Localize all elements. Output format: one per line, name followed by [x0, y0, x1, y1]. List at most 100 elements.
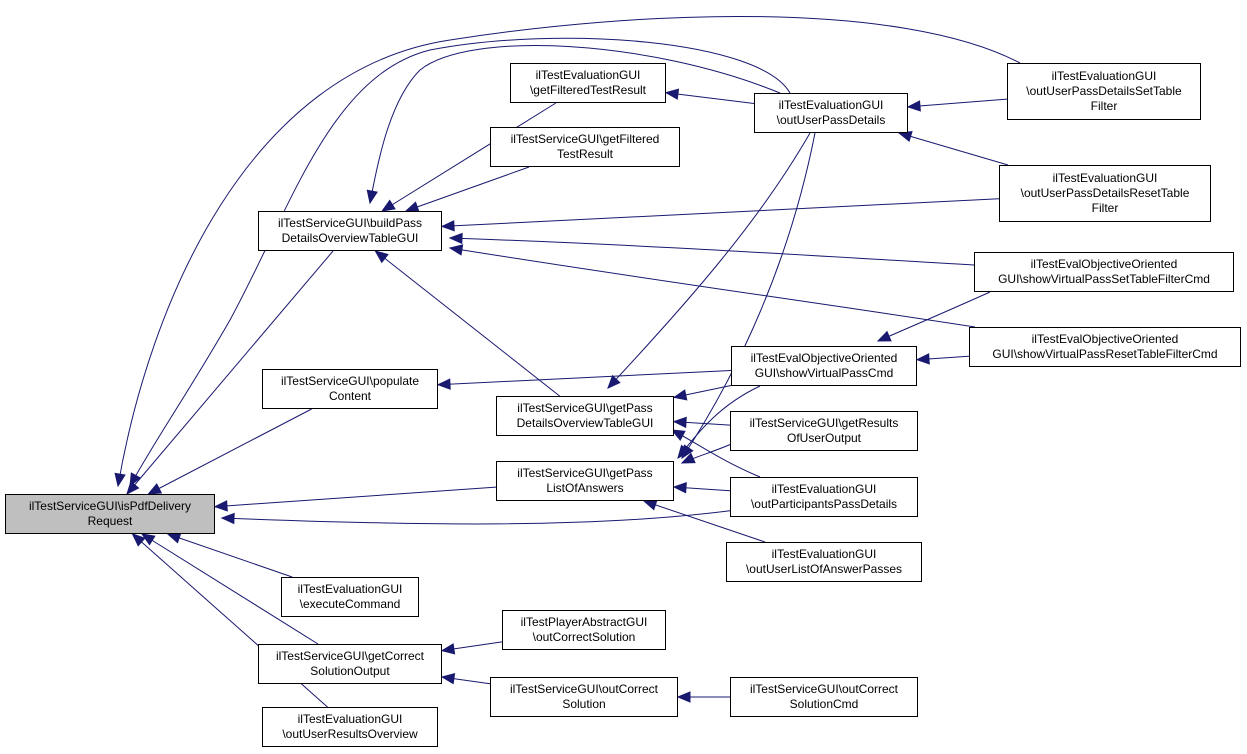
edge-resetFilter-to-buildPass [441, 198, 1000, 227]
edge-virtResetFilter-to-buildPass-arrowhead [448, 244, 464, 256]
node-outUserPass[interactable]: ilTestEvaluationGUI\outUserPassDetails [754, 93, 908, 133]
edge-getPassList-to-isPdf-arrowhead [213, 500, 228, 512]
edge-outCorrectPlayer-to-getCorrect-arrowhead [440, 643, 456, 655]
node-label-line: \outUserPassDetails [776, 113, 886, 127]
node-label-line: ilTestEvalObjectiveOriented [1031, 332, 1179, 346]
node-label-line: Request [87, 514, 133, 528]
edge-getFilteredEval-to-buildPass [381, 102, 557, 212]
edge-outUserPass-to-isPdf [129, 37, 791, 487]
edge-buildPass-to-isPdf-arrowhead [126, 480, 140, 495]
edge-outUserPass-to-getPassList-arrowhead [681, 444, 694, 460]
edge-showVirtual-to-getPassDetails-arrowhead [672, 389, 688, 401]
node-label-line: SolutionOutput [310, 664, 390, 678]
node-resetFilter[interactable]: ilTestEvaluationGUI\outUserPassDetailsRe… [999, 165, 1211, 222]
edge-setFilter-to-isPdf [117, 15, 1021, 487]
edge-outUserPass-to-getPassList [681, 132, 816, 459]
node-label-line: SolutionCmd [789, 697, 859, 711]
node-label-line: ilTestServiceGUI\isPdfDelivery [28, 499, 192, 513]
edge-resetFilter-to-buildPass-arrowhead [440, 220, 455, 232]
node-label-line: ilTestEvaluationGUI [297, 582, 403, 596]
edge-getPassList-to-isPdf [214, 486, 497, 508]
node-label-line: ilTestEvaluationGUI [535, 68, 641, 82]
edge-virtResetFilter-to-buildPass [449, 247, 976, 328]
edge-outParticipants-to-getPassDetails-arrowhead [670, 429, 686, 441]
edge-outUserList-to-getPassList-arrowhead [642, 499, 658, 511]
node-label-line: \executeCommand [299, 597, 401, 611]
edge-resetFilter-to-outUserPass-arrowhead [897, 131, 913, 143]
edge-outParticipants-to-isPdf-arrowhead [220, 512, 235, 525]
edge-virtSetFilter-to-showVirtual [877, 291, 991, 342]
node-label-line: Filter [1091, 201, 1119, 215]
node-label-line: ilTestServiceGUI\getPass [517, 401, 653, 415]
node-label-line: ilTestEvaluationGUI [771, 482, 877, 496]
node-label-line: ilTestEvalObjectiveOriented [750, 351, 898, 365]
node-label-line: ListOfAnswers [546, 481, 624, 495]
edge-getPassDetails-to-buildPass [375, 250, 560, 397]
edge-outCorrectCmd-to-outCorrectSvc-arrowhead [676, 691, 691, 703]
node-label-line: DetailsOverviewTableGUI [281, 231, 419, 245]
edge-showVirtual-to-populate-arrowhead [436, 378, 451, 390]
edge-virtSetFilter-to-showVirtual-arrowhead [876, 330, 892, 342]
edge-outCorrectSvc-to-getCorrect-arrowhead [440, 673, 456, 685]
node-label-line: ilTestServiceGUI\getCorrect [275, 649, 425, 663]
node-label-line: ilTestEvaluationGUI [1052, 171, 1158, 185]
node-label-line: ilTestServiceGUI\buildPass [277, 216, 423, 230]
node-outUserList[interactable]: ilTestEvaluationGUI\outUserListOfAnswerP… [726, 542, 922, 582]
edge-getCorrect-to-isPdf [141, 533, 319, 645]
node-label-line: GUI\showVirtualPassSetTableFilterCmd [998, 272, 1210, 286]
edge-outUserPass-to-getFilteredEval [665, 92, 755, 104]
edge-outUserPass-to-getPassDetails [607, 132, 811, 389]
edge-outUserPass-to-getPassDetails-arrowhead [607, 374, 621, 389]
node-label-line: Filter [1090, 99, 1118, 113]
node-execCmd[interactable]: ilTestEvaluationGUI\executeCommand [281, 577, 419, 617]
node-label-line: ilTestServiceGUI\populate [280, 374, 420, 388]
node-label-line: \outParticipantsPassDetails [750, 497, 898, 511]
node-outUserResults[interactable]: ilTestEvaluationGUI\outUserResultsOvervi… [262, 707, 438, 747]
node-label-line: DetailsOverviewTableGUI [516, 416, 654, 430]
edge-outUserPass-to-buildPass-arrowhead [366, 189, 378, 205]
edge-setFilter-to-outUserPass-arrowhead [906, 100, 921, 112]
node-setFilter[interactable]: ilTestEvaluationGUI\outUserPassDetailsSe… [1007, 63, 1201, 120]
node-outParticipants[interactable]: ilTestEvaluationGUI\outParticipantsPassD… [730, 477, 918, 517]
edge-getResultsUser-to-getPassList-arrowhead [680, 452, 696, 464]
node-label-line: \outUserResultsOverview [282, 727, 418, 741]
node-label-line: GUI\showVirtualPassCmd [754, 366, 894, 380]
edge-getResultsUser-to-getPassDetails-arrowhead [672, 416, 687, 429]
node-label-line: ilTestServiceGUI\getPass [517, 466, 653, 480]
node-label-line: \outUserListOfAnswerPasses [745, 562, 903, 576]
node-label-line: ilTestEvaluationGUI [778, 98, 884, 112]
node-label-line: Solution [562, 697, 606, 711]
edge-populate-to-isPdf [148, 408, 312, 495]
edge-showVirtual-to-populate [437, 370, 732, 386]
edge-outUserPass-to-isPdf-arrowhead [129, 472, 142, 488]
edge-outUserResults-to-isPdf-arrowhead [131, 533, 146, 547]
node-getFilteredEval[interactable]: ilTestEvaluationGUI\getFilteredTestResul… [510, 63, 666, 103]
edge-layer [114, 15, 1021, 708]
edge-virtSetFilter-to-buildPass [449, 237, 975, 266]
node-label-line: \getFilteredTestResult [529, 83, 647, 97]
node-label-line: \outUserPassDetailsResetTable [1020, 186, 1190, 200]
node-label-line: \outUserPassDetailsSetTable [1026, 84, 1182, 98]
node-label-line: GUI\showVirtualPassResetTableFilterCmd [992, 347, 1218, 361]
edge-outUserPass-to-buildPass [369, 45, 781, 204]
edge-execCmd-to-isPdf-arrowhead [166, 532, 182, 544]
edge-setFilter-to-outUserPass [907, 98, 1008, 108]
node-outCorrectPlayer[interactable]: ilTestPlayerAbstractGUI\outCorrectSoluti… [502, 610, 666, 650]
node-label-line: ilTestServiceGUI\outCorrect [509, 682, 659, 696]
edge-getFilteredEval-to-buildPass-arrowhead [381, 199, 396, 212]
node-label-line: ilTestEvaluationGUI [771, 547, 877, 561]
edge-outParticipants-to-getPassList-arrowhead [672, 482, 687, 494]
